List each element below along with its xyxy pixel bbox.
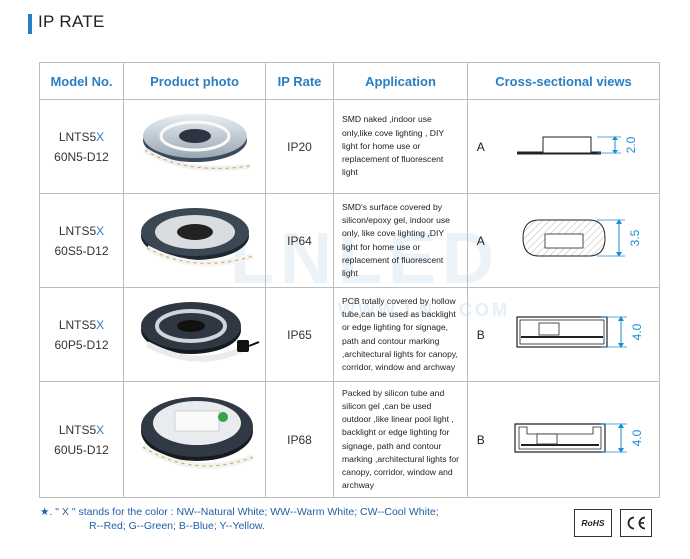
header-application: Application [333,62,468,100]
led-strip-reel-image [140,397,254,469]
section-code: A [467,99,494,194]
cross-section-view: 4.0 [493,287,660,382]
cross-section-diagram: 4.0 [516,316,644,348]
dimension-label: 2.0 [624,136,638,153]
table-row: LNTS5X 60P5-D12 IP65 PCB totally covered… [39,287,660,382]
led-strip-reel-image [142,114,250,171]
rohs-label: RoHS [581,518,605,528]
rohs-mark-icon: RoHS [574,509,612,537]
dimension-label: 4.0 [630,429,644,446]
ce-logo [627,516,646,530]
ip-rate-value: IP64 [265,193,334,288]
cross-section-diagram: 2.0 [517,136,638,155]
ip-rate-table: Model No. Product photo IP Rate Applicat… [39,62,660,498]
table-row: LNTS5X 60N5-D12 IP20 SMD naked ,indoor u [39,99,660,194]
application-text: Packed by silicon tube and silicon gel ,… [333,381,468,498]
page-title: IP RATE [38,12,105,31]
cross-section-diagram: 3.5 [522,219,642,257]
header-photo: Product photo [123,62,266,100]
header-ip-rate: IP Rate [265,62,334,100]
header-cross-sectional-views: Cross-sectional views [467,62,660,100]
table-row: LNTS5X 60S5-D12 IP64 SMD's surface cover… [39,193,660,288]
cross-section-view: 4.0 [493,381,660,498]
led-strip-reel-image [140,208,254,267]
application-text: SMD's surface covered by silicon/epoxy g… [333,193,468,288]
dimension-label: 3.5 [628,229,642,246]
product-photo [123,99,266,194]
application-text: PCB totally covered by hollow tube,can b… [333,287,468,382]
ip-rate-value: IP68 [265,381,334,498]
cross-section-diagram: 4.0 [514,423,644,453]
product-photo [123,193,266,288]
model-number: LNTS5X 60P5-D12 [39,287,124,382]
section-code: B [467,381,494,498]
table-row: LNTS5X 60U5-D12 IP68 Packed by silicon t… [39,381,660,498]
model-number: LNTS5X 60N5-D12 [39,99,124,194]
footnote-line-2: R--Red; G--Green; B--Blue; Y--Yellow. [89,520,265,532]
product-photo [123,381,266,498]
section-code: A [467,193,494,288]
ce-mark-icon [620,509,652,537]
application-text: SMD naked ,indoor use only,like cove lig… [333,99,468,194]
product-photo [123,287,266,382]
cross-section-view: 2.0 [493,99,660,194]
footnote-line-1: ★. " X " stands for the color : NW--Natu… [40,506,439,518]
led-strip-reel-image [140,302,259,362]
cross-section-view: 3.5 [493,193,660,288]
header-model: Model No. [39,62,124,100]
model-number: LNTS5X 60U5-D12 [39,381,124,498]
dimension-label: 4.0 [630,323,644,340]
table-header-row: Model No. Product photo IP Rate Applicat… [39,62,660,100]
model-number: LNTS5X 60S5-D12 [39,193,124,288]
title-accent-bar [28,14,32,34]
ip-rate-value: IP65 [265,287,334,382]
color-code-footnote: ★. " X " stands for the color : NW--Natu… [40,505,439,533]
section-code: B [467,287,494,382]
ip-rate-value: IP20 [265,99,334,194]
